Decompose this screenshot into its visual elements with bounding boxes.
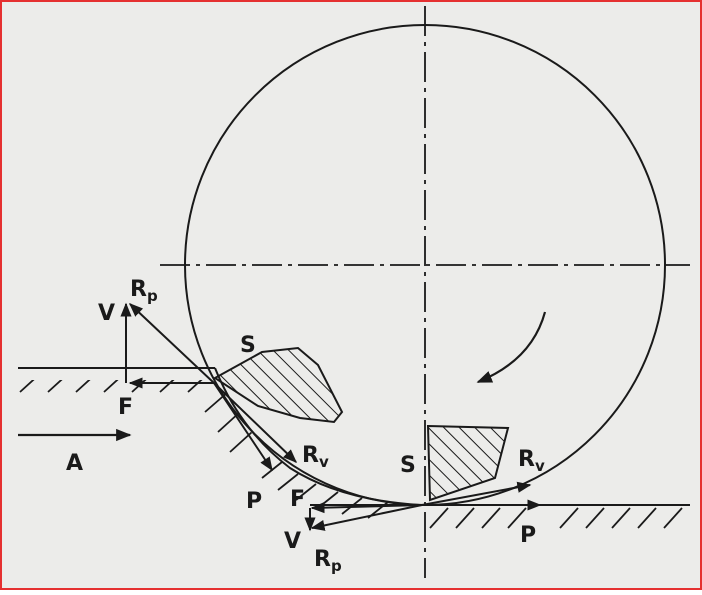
left-force-vectors: [18, 302, 298, 472]
right-force-vectors: [304, 481, 542, 532]
label-left-p: P: [246, 489, 262, 514]
label-left-s: S: [240, 333, 256, 358]
label-left-v: V: [98, 301, 115, 326]
right-rp-vector: [310, 504, 423, 531]
rotation-direction-arrow: [476, 311, 547, 384]
left-rv-vector: [213, 382, 298, 463]
label-left-rv: Rv: [302, 443, 329, 471]
label-right-f: F: [290, 487, 305, 512]
label-right-v: V: [284, 529, 301, 554]
label-feed-a: A: [66, 451, 83, 476]
left-abrasive-grain: [213, 346, 344, 424]
label-right-s: S: [400, 453, 416, 478]
left-rp-vector: [128, 303, 215, 384]
label-left-f: F: [118, 395, 133, 420]
label-right-p: P: [520, 523, 536, 548]
right-f-vector: [310, 502, 423, 514]
label-left-rp: Rp: [130, 277, 158, 305]
label-right-rv: Rv: [518, 447, 545, 475]
right-abrasive-grain: [426, 424, 510, 502]
right-ground-hatch: [429, 507, 683, 529]
label-right-rp: Rp: [314, 547, 342, 575]
right-rv-vector: [421, 481, 532, 506]
paper-background: [2, 2, 700, 588]
left-cut-profile: [214, 367, 421, 506]
left-p-vector: [213, 382, 273, 472]
